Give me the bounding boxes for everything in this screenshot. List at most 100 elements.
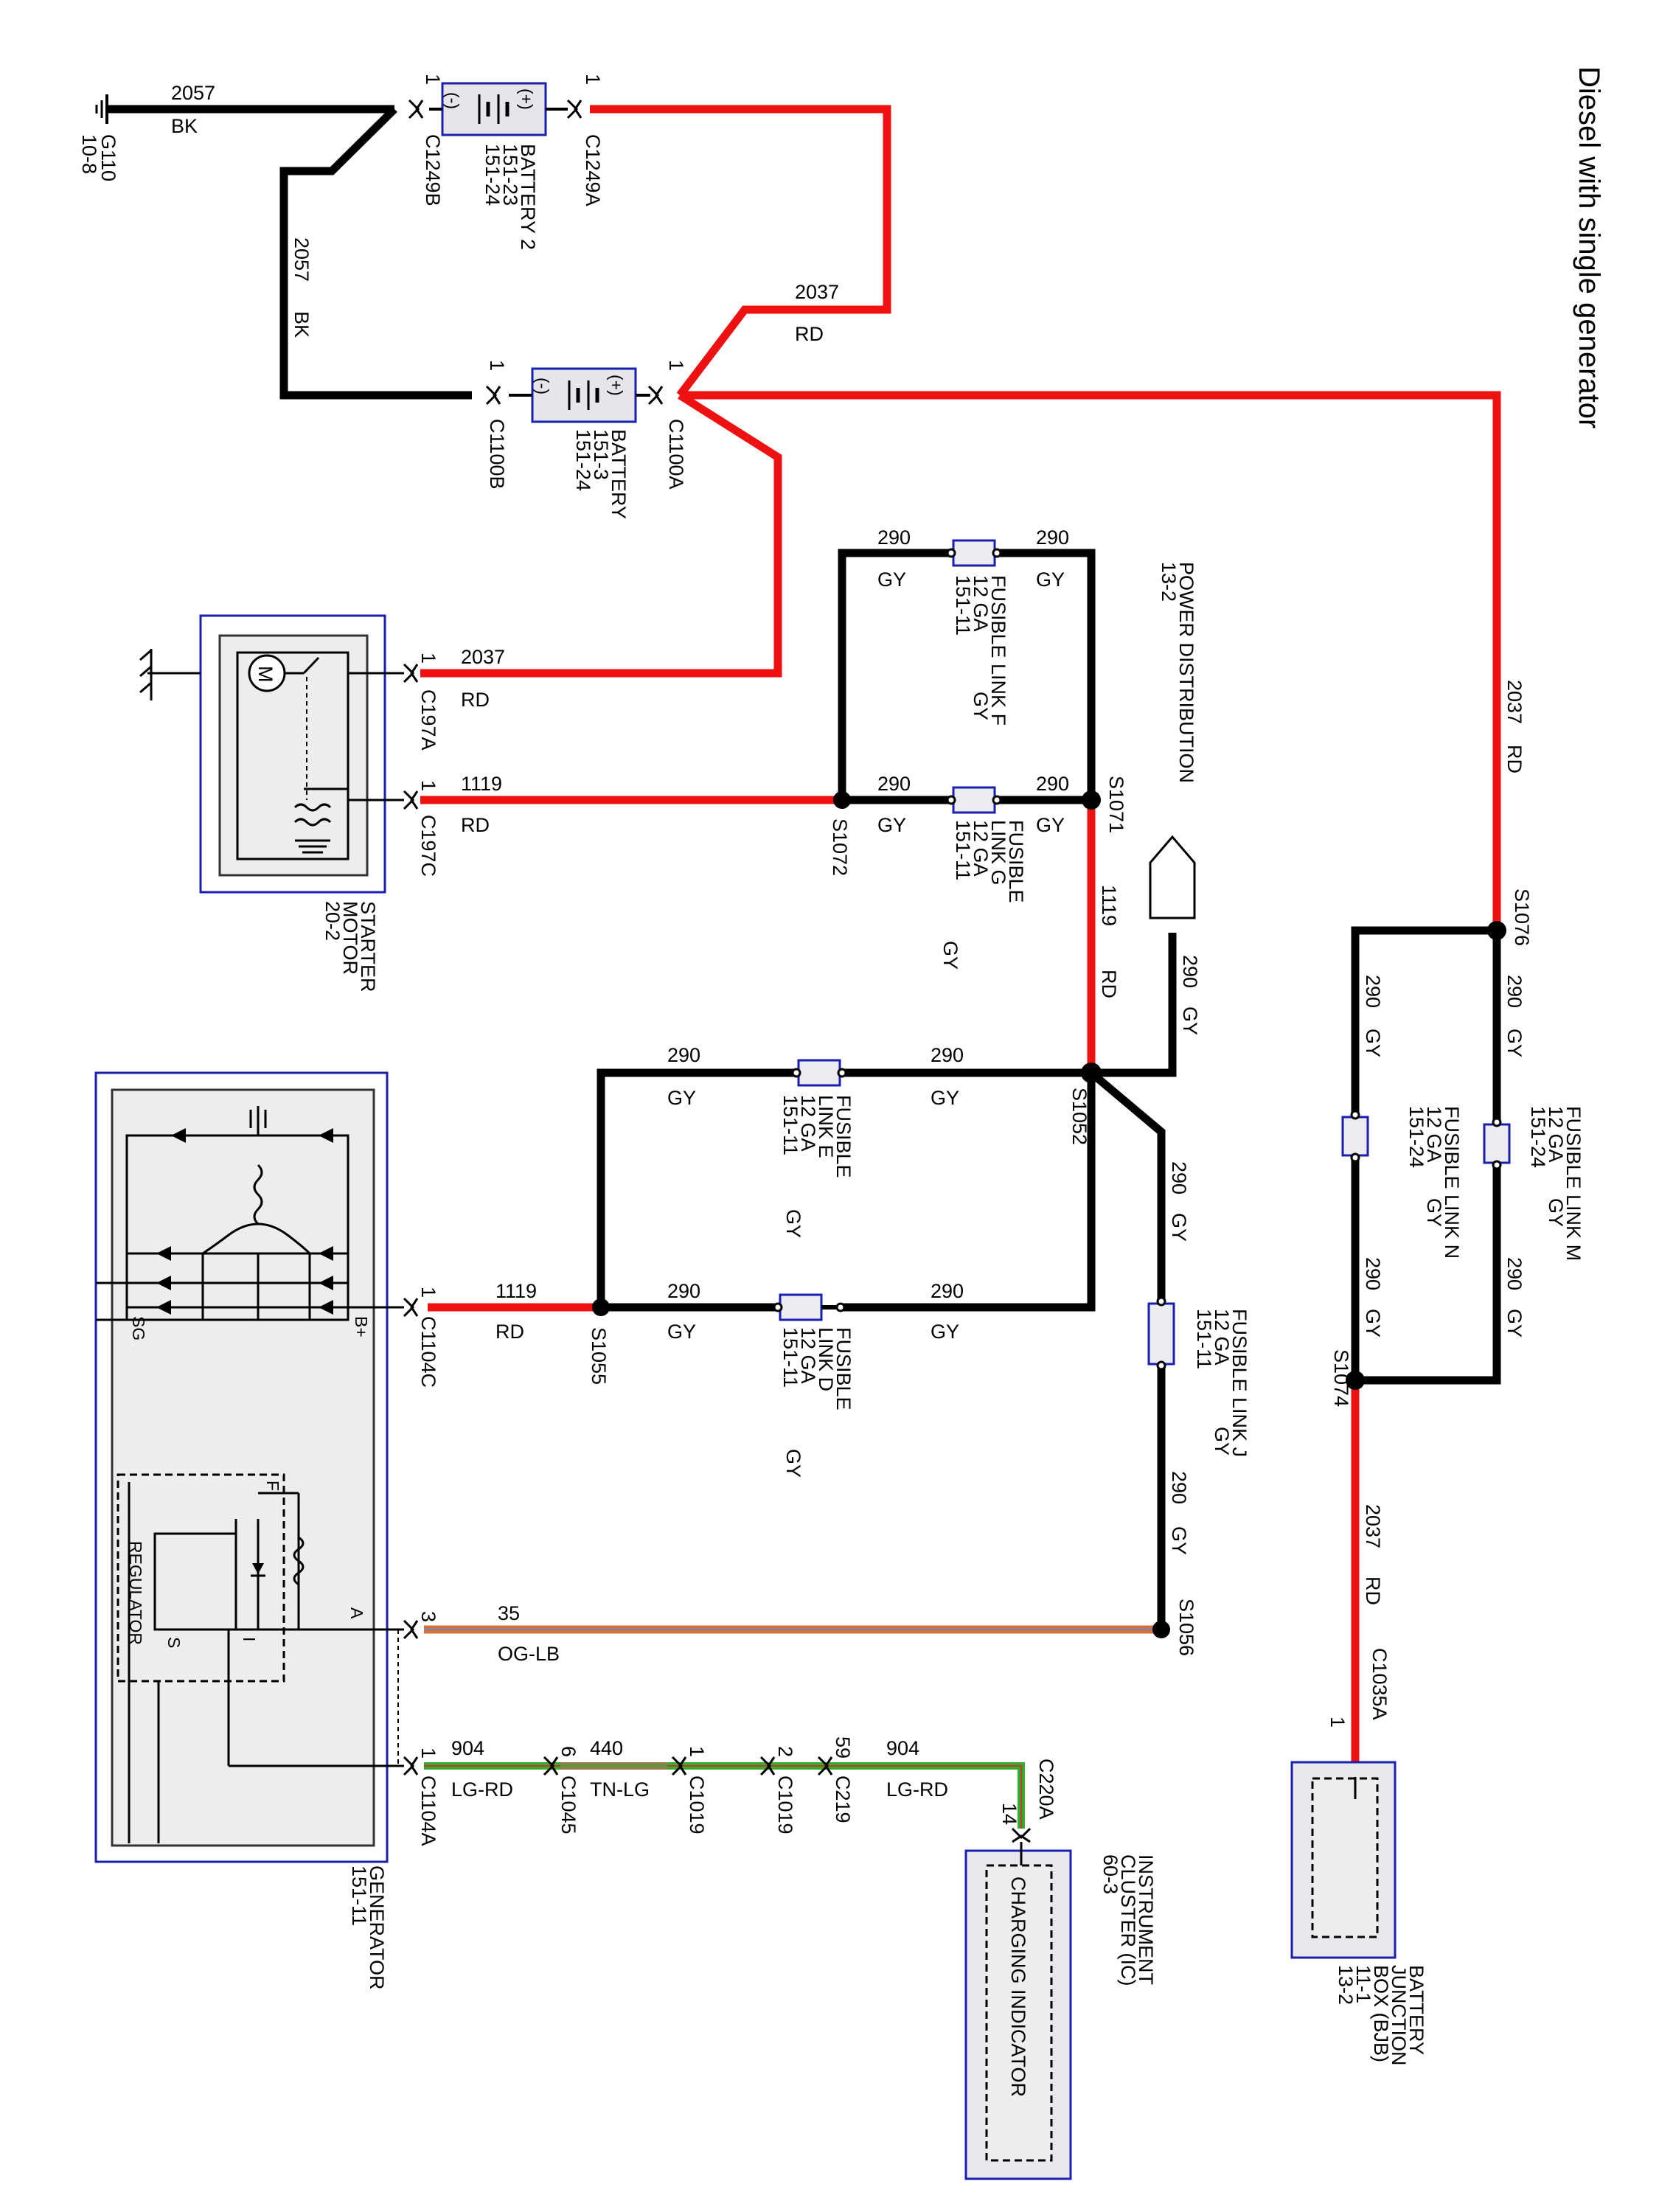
battery-junction-box: C1035A 1 BATTERY JUNCTION BOX (BJB) 11-1… — [1290, 1648, 1427, 2066]
gy-label-4-circuit: 290 — [1036, 773, 1069, 795]
ground-id: G110 — [97, 134, 119, 181]
wire-2037-starter-color: RD — [461, 689, 490, 711]
splice-s1074: S1074 — [1330, 1349, 1352, 1407]
fusible-link-f-gauge: 12 GA — [970, 575, 992, 632]
conn-c1045: C1045 — [557, 1775, 580, 1834]
battery-2-neg-conn: C1249B — [422, 134, 444, 206]
conn-c1019a-pin: 1 — [686, 1746, 708, 1757]
conn-c220a: C220A — [1035, 1759, 1057, 1820]
gy-label-7-color: GY — [667, 1321, 696, 1343]
wire-2037-bjb-circuit: 2037 — [1362, 1504, 1384, 1548]
gy-label-11-circuit: 290 — [1168, 1471, 1190, 1504]
battery-2-neg-pin: 1 — [422, 74, 444, 85]
gy-label-2-color: GY — [1036, 568, 1065, 591]
splice-s1072-dot — [833, 791, 851, 809]
splice-s1074-dot — [1346, 1371, 1365, 1390]
generator-label: GENERATOR — [366, 1865, 388, 1990]
gy-label-3-color: GY — [877, 814, 906, 836]
gy-label-10-color: GY — [1168, 1213, 1190, 1242]
wire-35-color: OG-LB — [498, 1643, 560, 1665]
conn-c1019b: C1019 — [774, 1775, 796, 1834]
wire-2037-right-color: RD — [1503, 745, 1526, 773]
fusible-link-d-name-1: FUSIBLE — [832, 1327, 855, 1411]
wires-290-gy: 290 GY 290 GY 290 GY 290 GY 290 GY 290 G… — [597, 526, 1526, 1630]
battery-main-neg: (-) — [533, 378, 552, 394]
gy-label-3-circuit: 290 — [877, 773, 911, 795]
gy-label-11-color: GY — [1168, 1526, 1190, 1555]
wire-2057-vert-color: BK — [291, 311, 313, 338]
bjb-conn: C1035A — [1368, 1648, 1391, 1720]
wire-904a-color: LG-RD — [451, 1778, 513, 1801]
fusible-link-m: FUSIBLE LINK M 12 GA 151-24 GY — [1483, 1106, 1585, 1261]
battery-2-ref-2: 151-24 — [481, 144, 504, 206]
bjb-pin: 1 — [1326, 1717, 1349, 1728]
battery-2-pos-pin: 1 — [582, 74, 604, 85]
wire-1119-gen-circuit: 1119 — [495, 1280, 537, 1302]
generator-pin1-a: 1 — [417, 1747, 439, 1759]
starter-conn-a: C197A — [417, 689, 439, 751]
wire-1119-starter-circuit: 1119 — [461, 773, 502, 795]
gy-label-6-color: GY — [931, 1087, 959, 1109]
wire-1119-vert-color: RD — [1098, 970, 1120, 998]
gy-label-1-color: GY — [877, 568, 906, 591]
wire-2057-vert-circuit: 2057 — [291, 237, 313, 282]
fusible-link-e: FUSIBLE LINK E 12 GA 151-11 GY — [779, 1059, 855, 1238]
diagram-title: Diesel with single generator — [1573, 66, 1605, 428]
fusible-link-g-ref: 151-11 — [952, 820, 974, 880]
power-distribution-ref: 13-2 — [1158, 562, 1180, 602]
battery-2-pos-conn: C1249A — [582, 134, 604, 206]
battery-2-name: BATTERY 2 — [517, 144, 539, 250]
conn-c219-pin: 59 — [832, 1736, 854, 1759]
fusible-link-j-ref: 151-11 — [1193, 1309, 1215, 1369]
wire-2037-top-circuit: 2037 — [795, 281, 839, 303]
fusible-link-g: FUSIBLE LINK G 12 GA 151-11 GY — [939, 786, 1027, 970]
fusible-link-d: FUSIBLE LINK D 12 GA 151-11 GY — [773, 1293, 855, 1478]
fusible-link-m-color: GY — [1545, 1198, 1567, 1227]
fusible-link-f-color: GY — [970, 692, 992, 720]
splice-s1072: S1072 — [829, 818, 851, 876]
instrument-cluster: CHARGING INDICATOR INSTRUMENT CLUSTER (I… — [964, 1842, 1157, 2180]
starter-motor: M STARTER MOTOR 20-2 C197A C197C 1 1 — [139, 614, 439, 992]
generator-pin-b-plus: B+ — [352, 1316, 371, 1338]
wire-904b-color: LG-RD — [886, 1778, 948, 1801]
wire-2037-starter-circuit: 2037 — [461, 646, 505, 668]
starter-label-1: STARTER — [357, 901, 379, 992]
generator-pin-f: F — [263, 1481, 282, 1491]
generator-conn-c1104c: C1104C — [417, 1316, 439, 1388]
conn-c219: C219 — [832, 1775, 854, 1823]
splice-s1056: S1056 — [1175, 1599, 1197, 1656]
conn-c1019a: C1019 — [686, 1775, 708, 1834]
splice-s1052: S1052 — [1068, 1088, 1091, 1145]
generator-conn-c1104a: C1104A — [417, 1775, 439, 1846]
bjb-label-2: JUNCTION — [1388, 1965, 1410, 2066]
fusible-link-d-ref: 151-11 — [779, 1327, 801, 1388]
wire-35-circuit: 35 — [498, 1602, 520, 1624]
fusible-link-e-gauge: 12 GA — [797, 1095, 819, 1152]
fusible-link-n-ref: 151-24 — [1405, 1106, 1427, 1168]
battery-2-pos: (+) — [517, 88, 536, 110]
gy-label-12-color: GY — [1362, 1029, 1384, 1057]
battery-2-neg: (-) — [443, 92, 462, 109]
connector-chevrons — [403, 99, 1366, 1843]
fusible-link-j-gauge: 12 GA — [1211, 1309, 1233, 1366]
cluster-indicator: CHARGING INDICATOR — [1007, 1877, 1029, 2097]
gy-label-15-color: GY — [1503, 1309, 1526, 1338]
starter-pin-c: 1 — [417, 780, 439, 791]
fusible-link-e-name-1: FUSIBLE — [832, 1095, 855, 1178]
wire-904-charging: 904 LG-RD 440 TN-LG 904 LG-RD — [424, 1737, 1025, 1829]
fusible-link-m-ref: 151-24 — [1527, 1106, 1549, 1168]
splices: S1071 S1072 S1052 S1055 S1056 S1076 S107… — [588, 776, 1533, 1656]
gy-label-5-color: GY — [667, 1087, 696, 1109]
wire-904b-circuit: 904 — [886, 1737, 919, 1759]
wire-2057-top-color: BK — [171, 115, 198, 137]
starter-label-2: MOTOR — [339, 901, 361, 975]
fusible-link-f-name: FUSIBLE LINK F — [987, 575, 1009, 726]
battery-main-ref-1: 151-3 — [590, 429, 612, 480]
wire-2057-top-circuit: 2057 — [171, 82, 215, 104]
generator-pin-sg: SG — [129, 1316, 148, 1340]
starter-label-3: 20-2 — [321, 901, 344, 941]
inline-connectors: C1045 6 C1019 1 C1019 2 C219 59 C220A 14 — [557, 1736, 1057, 1834]
power-distribution-arrow: POWER DISTRIBUTION 13-2 — [1149, 562, 1197, 919]
splice-s1076: S1076 — [1511, 888, 1533, 946]
gy-label-9-color: GY — [1179, 1006, 1201, 1035]
